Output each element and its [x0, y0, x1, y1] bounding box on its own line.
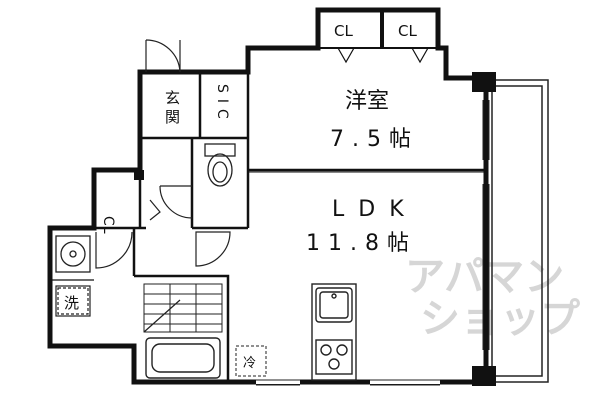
- washer-label: 洗: [64, 294, 79, 312]
- western-room-size: 7.5帖: [330, 127, 419, 152]
- watermark-line2: ショップ: [420, 296, 580, 342]
- windows: [256, 100, 490, 386]
- fridge-space: [235, 345, 267, 377]
- ldk-size: 11.8帖: [306, 231, 417, 256]
- top-closets: [318, 10, 438, 64]
- bathtub-icon: [145, 337, 221, 379]
- interior-walls: [50, 48, 486, 382]
- ldk-name: LDK: [332, 197, 418, 222]
- entrance-door: [145, 39, 181, 73]
- washbasin-icon: [55, 235, 91, 273]
- walk-in-closet-label: SIC: [214, 84, 230, 125]
- closet-top-left-label: CL: [334, 22, 353, 40]
- western-room-name: 洋室: [345, 89, 389, 114]
- entrance-label: 玄関: [163, 90, 181, 128]
- bathroom-floor: [143, 283, 223, 333]
- pillars: [134, 72, 496, 386]
- sink-icon: [315, 287, 353, 323]
- toilet-icon: [204, 143, 236, 187]
- fridge-label: 冷: [243, 356, 256, 371]
- stove-icon: [315, 339, 353, 375]
- closet-top-right-label: CL: [398, 22, 417, 40]
- kitchen: [311, 283, 357, 381]
- closet-left-label: CL: [100, 216, 116, 234]
- hall-doors: [95, 185, 231, 269]
- washer-icon: [55, 285, 91, 317]
